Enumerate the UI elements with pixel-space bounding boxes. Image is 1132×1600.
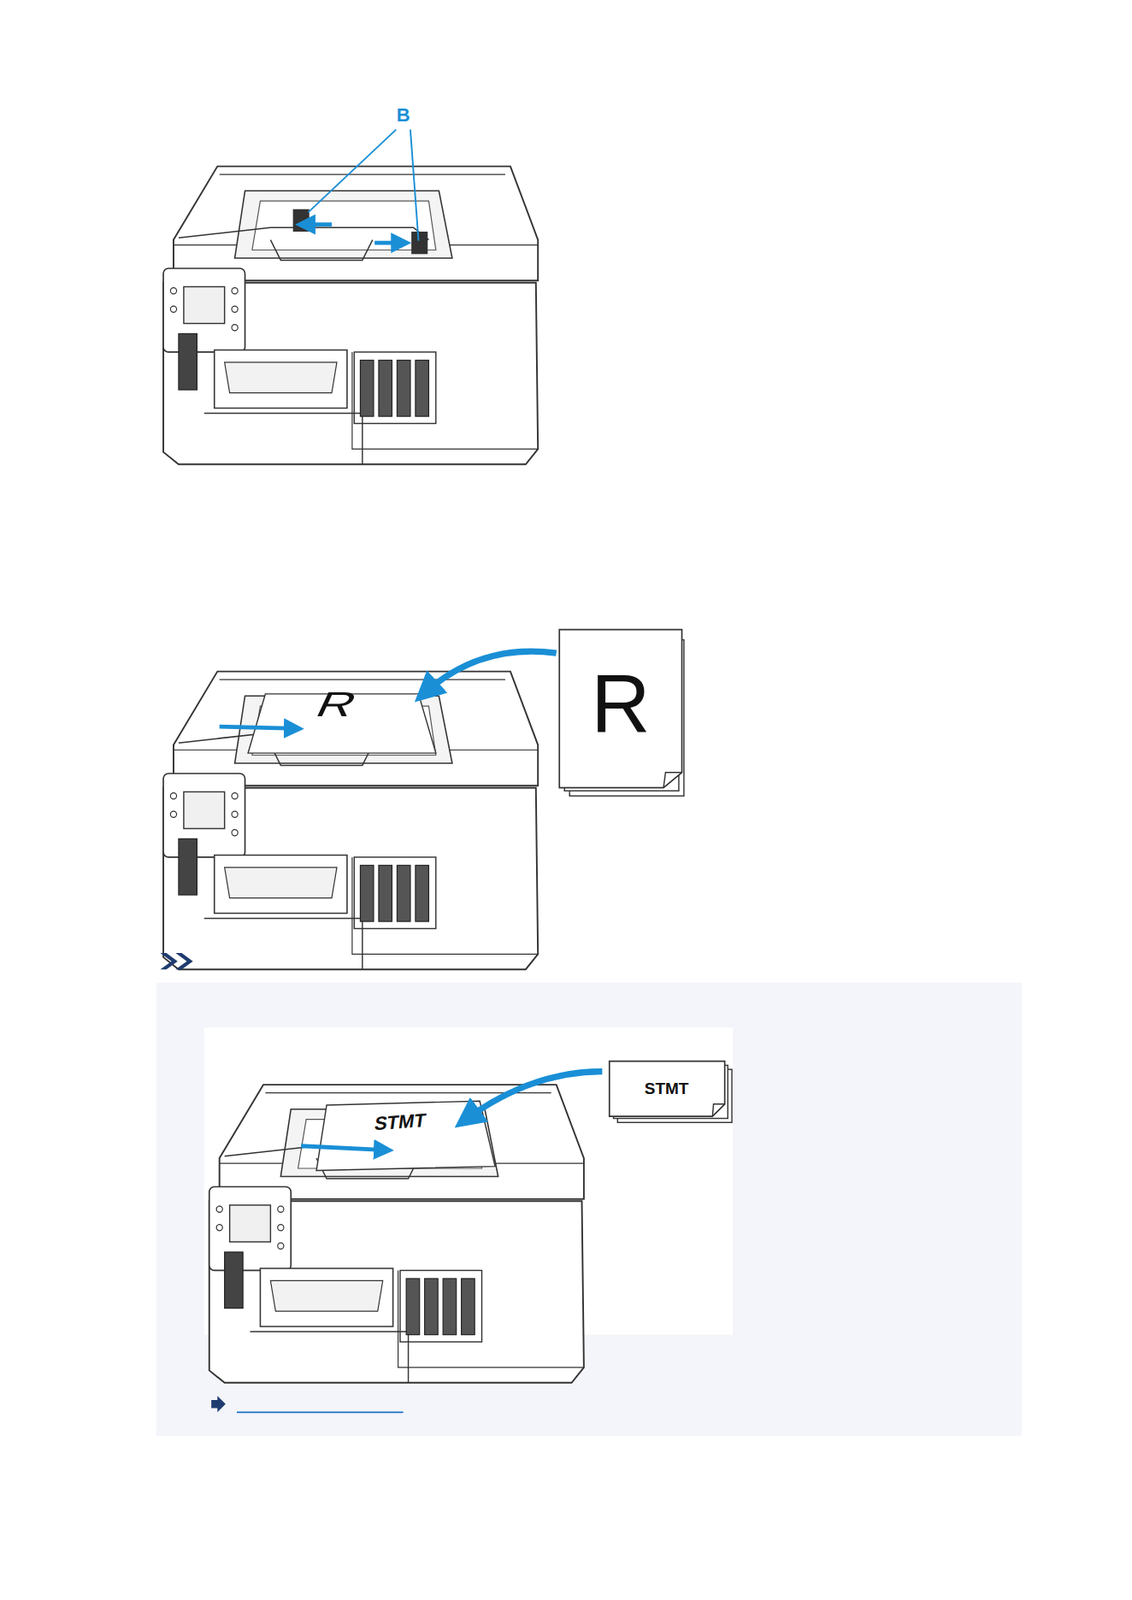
document-letter: R bbox=[590, 663, 650, 746]
callout-letter: B bbox=[396, 106, 411, 125]
document-letter: R bbox=[311, 686, 364, 722]
document-text: STMT bbox=[373, 1111, 428, 1134]
document-text: STMT bbox=[644, 1079, 690, 1097]
